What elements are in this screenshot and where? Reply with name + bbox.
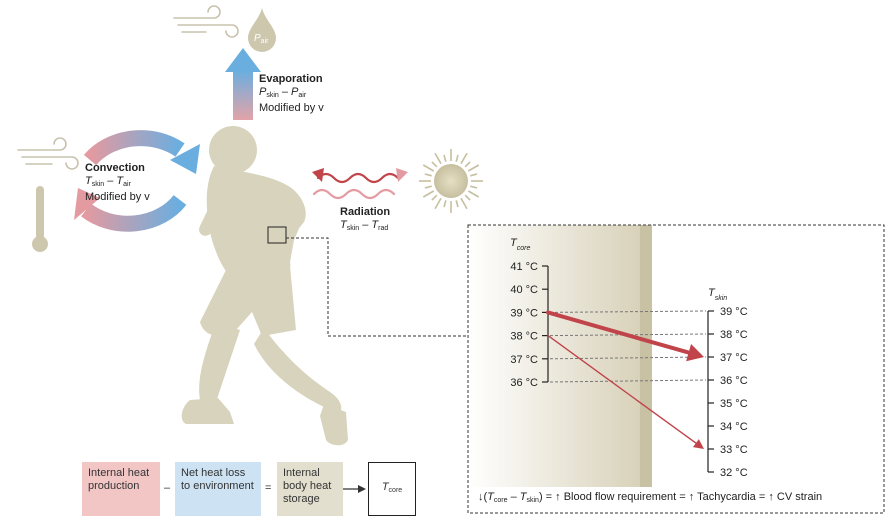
- skin-axis-label: Tskin: [708, 287, 727, 302]
- water-drop-icon: [248, 8, 276, 52]
- minus-operator: –: [164, 482, 171, 494]
- sun-ray: [431, 161, 438, 168]
- core-tick-label: 37 °C: [510, 354, 538, 366]
- temperature-gradient-arrows: [546, 310, 704, 449]
- convection-formula: Tskin – Tair: [85, 175, 131, 188]
- skin-temperature-axis: 39 °C 38 °C 37 °C 36 °C 35 °C 34 °C 33 °C 32 °C: [707, 306, 748, 479]
- core-temperature-axis: 41 °C 40 °C 39 °C 38 °C 37 °C 36 °C: [510, 261, 549, 389]
- sun-ray: [467, 190, 480, 198]
- core-tick-label: 39 °C: [510, 307, 538, 319]
- sun-ray: [455, 154, 459, 162]
- evaporation-title: Evaporation: [259, 73, 323, 85]
- body-heat-storage-box: Internal body heat storage: [277, 462, 343, 516]
- equals-operator: =: [265, 482, 272, 494]
- gradient-arrow-line: [546, 310, 691, 355]
- core-tick-label: 38 °C: [510, 331, 538, 343]
- convection-label: Convection Tskin – Tair Modified by v: [85, 162, 150, 204]
- skin-tick-label: 36 °C: [720, 375, 748, 387]
- evaporation-arrow: [225, 48, 261, 120]
- thermometer-icon: [32, 186, 48, 252]
- sun-ray: [422, 164, 435, 172]
- evaporation-modifier: Modified by v: [259, 102, 324, 114]
- sun-ray: [460, 152, 468, 165]
- sun-ray: [424, 185, 432, 189]
- temperature-link-line: [549, 379, 707, 383]
- drop-label: Pair: [254, 33, 269, 45]
- sun-ray: [470, 185, 478, 189]
- skin-tick-label: 35 °C: [720, 398, 748, 410]
- skin-tick-label: 33 °C: [720, 444, 748, 456]
- radiation-label: Radiation Tskin – Trad: [340, 206, 390, 235]
- convection-arrows: [74, 130, 200, 232]
- skin-tick-label: 34 °C: [720, 421, 748, 433]
- evaporation-formula: Pskin – Pair: [259, 86, 307, 99]
- sun-icon: [419, 149, 483, 213]
- core-marker: [267, 226, 287, 244]
- radiation-title: Radiation: [340, 206, 391, 218]
- sun-ray: [464, 161, 471, 168]
- sun-ray: [443, 154, 447, 162]
- skin-tick-label: 38 °C: [720, 329, 748, 341]
- core-axis-label: Tcore: [510, 237, 530, 252]
- evaporation-label: Evaporation Pskin – Pair Modified by v: [259, 73, 324, 115]
- blood-flow-equation: ↓(Tcore – Tskin) = ↑ Blood flow requirem…: [478, 491, 823, 504]
- sun-ray: [460, 197, 468, 210]
- runner-figure: [181, 126, 348, 446]
- wind-icon: [173, 5, 239, 38]
- skin-tick-label: 39 °C: [720, 306, 748, 318]
- wind-icon: [17, 137, 79, 170]
- sun-ray: [434, 152, 442, 165]
- convection-modifier: Modified by v: [85, 191, 150, 203]
- core-tick-label: 41 °C: [510, 261, 538, 273]
- convection-title: Convection: [85, 162, 145, 174]
- temperature-link-line: [549, 333, 707, 337]
- sun-ray: [424, 173, 432, 177]
- core-tick-label: 40 °C: [510, 284, 538, 296]
- skin-tick-label: 32 °C: [720, 467, 748, 479]
- sun-ray: [422, 190, 435, 198]
- temperature-link-line: [549, 310, 707, 313]
- sun-ray: [455, 200, 459, 208]
- core-tick-label: 36 °C: [510, 377, 538, 389]
- temperature-link-line: [549, 356, 707, 360]
- sun-ray: [431, 194, 438, 201]
- sun-ray: [467, 164, 480, 172]
- gradient-arrowhead: [692, 439, 704, 449]
- heat-balance-arrowhead: [358, 485, 366, 493]
- radiation-formula: Tskin – Trad: [340, 219, 389, 232]
- skin-tick-label: 37 °C: [720, 352, 748, 364]
- radiation-waves: [312, 168, 408, 200]
- sun-ray: [434, 197, 442, 210]
- sun-ray: [470, 173, 478, 177]
- sun-ray: [464, 194, 471, 201]
- net-heat-loss-box: Net heat loss to environment: [175, 462, 261, 516]
- internal-heat-production-box: Internal heat production: [82, 462, 160, 516]
- temperature-panel: [467, 224, 885, 514]
- gradient-arrow-line: [547, 334, 697, 444]
- connector-line: [286, 237, 476, 337]
- core-temperature-box: Tcore: [368, 462, 416, 516]
- temperature-dashed-links: [549, 310, 707, 383]
- gradient-arrowhead: [686, 343, 704, 362]
- sun-ray: [443, 200, 447, 208]
